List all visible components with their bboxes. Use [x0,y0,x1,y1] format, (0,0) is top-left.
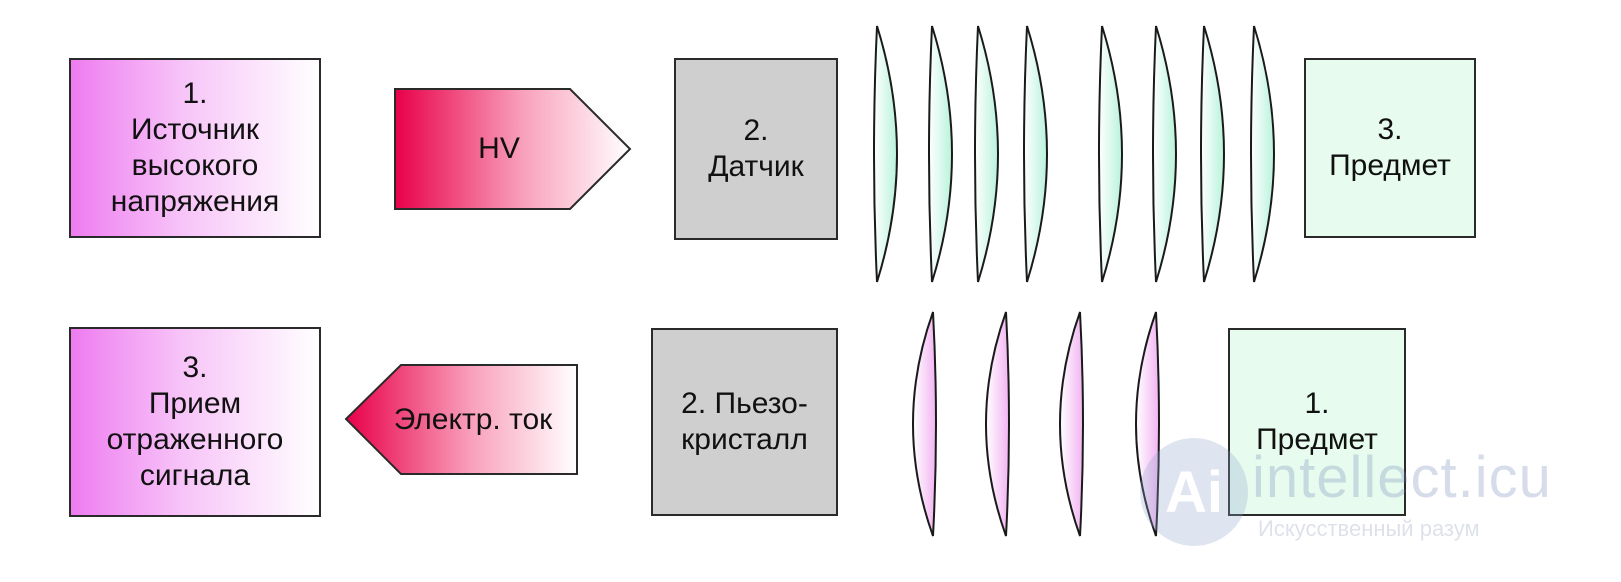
current-arrow [344,364,578,475]
piezo-crystal-box: 2. Пьезо- кристалл [651,328,838,516]
object-box-top: 3. Предмет [1304,58,1476,238]
wave-front-top [1098,25,1123,283]
object-box-bottom: 1. Предмет [1228,328,1406,516]
wave-front-top [1152,25,1177,283]
wave-front-top [928,25,953,283]
wave-front-bottom [1059,311,1084,537]
wave-front-top [974,25,999,283]
watermark: Ai intellect.icu Искусственный разум [1140,438,1560,558]
current-arrow-label: Электр. ток [393,403,553,436]
high-voltage-source-box: 1. Источник высокого напряжения [69,58,321,238]
wave-front-top [873,25,898,283]
wave-front-bottom [985,311,1010,537]
watermark-tagline: Искусственный разум [1258,516,1480,541]
sensor-box: 2. Датчик [674,58,838,240]
watermark-site: intellect.icu [1252,445,1552,510]
hv-arrow [394,88,632,210]
wave-front-bottom [912,311,937,537]
hv-arrow-label: HV [478,132,520,165]
wave-front-top [1023,25,1048,283]
watermark-logo-icon: Ai [1140,438,1248,546]
wave-front-top [1200,25,1225,283]
wave-front-top [1250,25,1275,283]
reflected-signal-receiver-box: 3. Прием отраженного сигнала [69,327,321,517]
